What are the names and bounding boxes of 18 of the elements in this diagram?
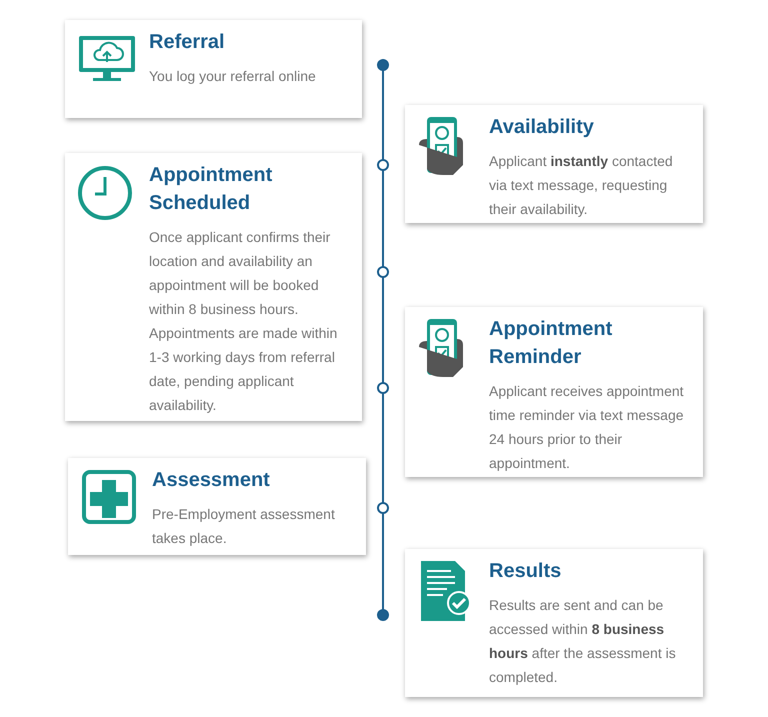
step-description: You log your referral online — [149, 67, 317, 86]
step-description: Applicant instantly contacted via text message, requesting their availability. — [489, 152, 674, 219]
step-heading: Referral — [149, 30, 226, 55]
step-card — [405, 307, 703, 477]
step-card — [405, 105, 703, 223]
step-description: Results are sent and can be accessed within 8 business hours after the assessment is completed. — [489, 596, 677, 687]
step-heading: Assessment — [152, 468, 271, 493]
step-heading: Appointment Reminder — [489, 317, 614, 370]
step-description: Once applicant confirms their location and availability an appointment will be booked within 8 business hours. Appointments are made within 1-3 working days from referral date, pending applicant availability. — [149, 228, 338, 415]
step-card — [65, 153, 362, 421]
step-description: Pre-Employment assessment takes place. — [152, 505, 336, 548]
step-card — [68, 458, 366, 555]
step-heading: Appointment Scheduled — [149, 163, 274, 216]
step-heading: Availability — [489, 115, 595, 140]
step-card — [405, 549, 703, 697]
step-heading: Results — [489, 559, 562, 584]
step-description: Applicant receives appointment time reminder via text message 24 hours prior to their appointment. — [489, 382, 685, 473]
step-card — [65, 20, 362, 118]
